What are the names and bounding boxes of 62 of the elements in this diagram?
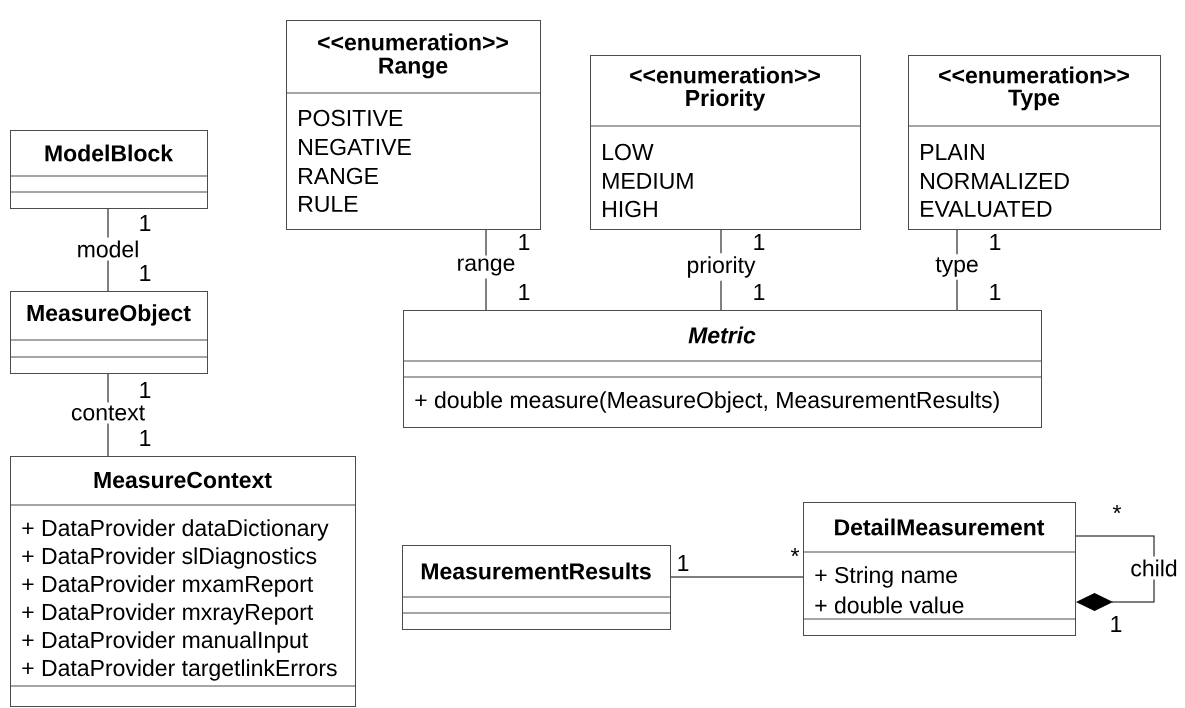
class-name: MeasurementResults (421, 562, 651, 580)
member-text: PLAIN (921, 144, 984, 160)
class-name: MeasureContext (94, 471, 272, 489)
class-box (9, 456, 356, 707)
multiplicity-label: 1 (754, 284, 765, 300)
class-name: Metric (688, 326, 756, 344)
class-box (802, 502, 1076, 636)
edge-label: child (1128, 556, 1180, 580)
multiplicity-label: 1 (519, 234, 530, 250)
stereotype-label: <<enumeration>> (630, 66, 820, 84)
edge-label: type (933, 254, 981, 280)
stereotype-label: <<enumeration>> (318, 33, 508, 51)
class-box (9, 130, 208, 209)
member-text: LOW (603, 143, 654, 161)
class-box (401, 545, 671, 630)
class-name: Priority (686, 89, 766, 111)
member-text: NORMALIZED (921, 172, 1069, 190)
member-text: + double value (815, 596, 964, 614)
member-text: + DataProvider slDiagnostics (22, 547, 317, 569)
member-text: MEDIUM (603, 172, 693, 189)
member-text: + DataProvider targetlinkErrors (22, 659, 337, 681)
multiplicity-label: 1 (140, 215, 151, 231)
class-name: DetailMeasurement (835, 518, 1045, 536)
member-text: + DataProvider manualInput (22, 631, 308, 653)
multiplicity-label: 1 (140, 382, 151, 398)
member-text: + DataProvider mxamReport (22, 575, 314, 597)
member-text: POSITIVE (299, 109, 403, 127)
member-text: EVALUATED (921, 200, 1052, 217)
association-line (670, 576, 804, 578)
class-name: Type (1008, 89, 1060, 111)
multiplicity-label: 1 (990, 284, 1001, 300)
edge-label: priority (684, 253, 758, 281)
member-text: NEGATIVE (299, 138, 411, 156)
class-name: Range (379, 57, 448, 79)
multiplicity-label: 1 (990, 234, 1001, 250)
class-box (907, 55, 1161, 230)
member-text: + double measure(MeasureObject, MeasurementResults) (415, 391, 999, 413)
class-name: ModelBlock (45, 144, 174, 162)
multiplicity-label: * (1112, 505, 1122, 514)
edge-label: context (68, 402, 148, 424)
member-text: RANGE (299, 167, 378, 185)
multiplicity-label: 1 (754, 234, 765, 250)
member-text: + String name (815, 566, 957, 588)
multiplicity-label: * (790, 548, 800, 557)
edge-label: model (74, 237, 142, 261)
multiplicity-label: 1 (140, 430, 151, 446)
member-text: RULE (299, 195, 358, 212)
member-text: + DataProvider dataDictionary (22, 519, 329, 541)
member-text: HIGH (603, 200, 657, 218)
multiplicity-label: 1 (678, 555, 689, 571)
multiplicity-label: 1 (1111, 616, 1122, 632)
class-box (9, 291, 208, 374)
composition-line (1075, 535, 1155, 611)
multiplicity-label: 1 (140, 265, 151, 281)
class-box (589, 55, 861, 230)
class-box (402, 310, 1042, 428)
edge-label: range (454, 255, 518, 279)
member-text: + DataProvider mxrayReport (22, 603, 314, 625)
multiplicity-label: 1 (519, 284, 530, 300)
class-box (285, 20, 541, 230)
class-name: MeasureObject (27, 304, 191, 326)
stereotype-label: <<enumeration>> (939, 66, 1129, 84)
